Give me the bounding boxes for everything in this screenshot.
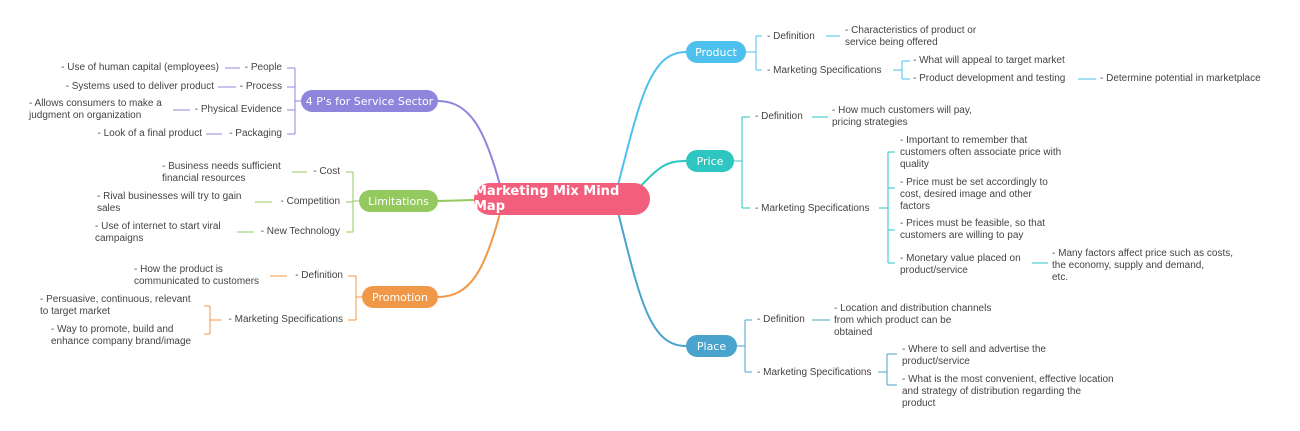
product-definition-line-1[interactable]: - Characteristics of product or <box>845 25 977 36</box>
limitations-technology-line-1[interactable]: - Use of internet to start viral <box>95 221 221 232</box>
promotion-definition-line-1[interactable]: - How the product is <box>134 264 223 275</box>
limitations-technology-line-2[interactable]: campaigns <box>95 233 144 244</box>
place-definition[interactable]: - Definition <box>757 314 805 325</box>
branch-product <box>617 51 687 186</box>
service-packaging-text[interactable]: - Look of a final product <box>97 128 202 139</box>
service-process-text[interactable]: - Systems used to deliver product <box>65 81 214 92</box>
limitations-competition-line-2[interactable]: sales <box>97 203 121 214</box>
price-spec-feasible-line-2[interactable]: customers are willing to pay <box>900 230 1024 241</box>
place-definition-line-1[interactable]: - Location and distribution channels <box>834 303 992 314</box>
price-spec-monetary-line-2[interactable]: product/service <box>900 265 968 276</box>
price-spec-monetary-line-1[interactable]: - Monetary value placed on <box>900 253 1021 264</box>
limitations-cost-line-1[interactable]: - Business needs sufficient <box>162 161 281 172</box>
product-spec-development[interactable]: - Product development and testing <box>913 73 1066 84</box>
price-spec-quality-line-1[interactable]: - Important to remember that <box>900 135 1028 146</box>
price-marketing-specs[interactable]: - Marketing Specifications <box>755 203 870 214</box>
service-physical-evidence[interactable]: - Physical Evidence <box>194 104 282 115</box>
price-spec-cost-line-1[interactable]: - Price must be set accordingly to <box>900 177 1048 188</box>
service-process[interactable]: - Process <box>239 81 282 92</box>
limitations-cost[interactable]: - Cost <box>313 166 340 177</box>
place-spec-location-line-1[interactable]: - What is the most convenient, effective… <box>902 374 1114 385</box>
promotion-definition[interactable]: - Definition <box>295 270 343 281</box>
limitations-new-technology[interactable]: - New Technology <box>260 226 340 237</box>
topic-service-sector[interactable]: 4 P's for Service Sector <box>301 90 438 112</box>
price-spec-feasible-line-1[interactable]: - Prices must be feasible, so that <box>900 218 1046 229</box>
promotion-spec-persuasive-line-1[interactable]: - Persuasive, continuous, relevant <box>40 294 191 305</box>
place-definition-line-3[interactable]: obtained <box>834 327 873 338</box>
price-spec-factors-line-1[interactable]: - Many factors affect price such as cost… <box>1052 248 1233 259</box>
place-definition-line-2[interactable]: from which product can be <box>834 315 952 326</box>
price-spec-quality-line-3[interactable]: quality <box>900 159 929 170</box>
product-definition[interactable]: - Definition <box>767 31 815 42</box>
promotion-definition-line-2[interactable]: communicated to customers <box>134 276 260 287</box>
topic-product[interactable]: Product <box>686 41 746 63</box>
service-packaging[interactable]: - Packaging <box>229 128 282 139</box>
service-people[interactable]: - People <box>244 62 282 73</box>
promotion-spec-persuasive-line-2[interactable]: to target market <box>40 306 111 317</box>
limitations-cost-line-2[interactable]: financial resources <box>162 173 246 184</box>
product-spec-appeal[interactable]: - What will appeal to target market <box>913 55 1065 66</box>
place-spec-sell-line-2[interactable]: product/service <box>902 356 970 367</box>
price-spec-cost-line-2[interactable]: cost, desired image and other <box>900 189 1032 200</box>
product-marketing-specs[interactable]: - Marketing Specifications <box>767 65 882 76</box>
branch-promotion <box>437 212 501 298</box>
limitations-competition[interactable]: - Competition <box>280 196 340 207</box>
topic-place[interactable]: Place <box>686 335 737 357</box>
branch-price <box>639 160 687 188</box>
product-spec-potential[interactable]: - Determine potential in marketplace <box>1100 73 1261 84</box>
price-spec-factors-line-2[interactable]: the economy, supply and demand, <box>1052 260 1205 271</box>
branch-limitations <box>437 199 475 202</box>
topic-price[interactable]: Price <box>686 150 734 172</box>
product-definition-line-2[interactable]: service being offered <box>845 37 938 48</box>
branch-place <box>617 211 687 347</box>
branch-service <box>437 100 501 186</box>
topic-limitations[interactable]: Limitations <box>359 190 438 212</box>
place-spec-location-line-2[interactable]: and strategy of distribution regarding t… <box>902 386 1081 397</box>
promotion-marketing-specs[interactable]: - Marketing Specifications <box>228 314 344 325</box>
price-spec-quality-line-2[interactable]: customers often associate price with <box>900 147 1062 158</box>
place-marketing-specs[interactable]: - Marketing Specifications <box>757 367 872 378</box>
price-definition-line-2[interactable]: pricing strategies <box>832 117 908 128</box>
service-evidence-line-2[interactable]: judgment on organization <box>29 110 142 121</box>
place-spec-sell-line-1[interactable]: - Where to sell and advertise the <box>902 344 1046 355</box>
price-definition[interactable]: - Definition <box>755 111 803 122</box>
place-spec-location-line-3[interactable]: product <box>902 398 936 409</box>
limitations-competition-line-1[interactable]: - Rival businesses will try to gain <box>97 191 242 202</box>
price-spec-factors-line-3[interactable]: etc. <box>1052 272 1069 283</box>
topic-promotion[interactable]: Promotion <box>362 286 438 308</box>
promotion-spec-brand-line-1[interactable]: - Way to promote, build and <box>51 324 174 335</box>
root-topic[interactable]: Marketing Mix Mind Map <box>474 183 650 215</box>
price-spec-cost-line-3[interactable]: factors <box>900 201 931 212</box>
service-people-text[interactable]: - Use of human capital (employees) <box>61 62 219 73</box>
promotion-spec-brand-line-2[interactable]: enhance company brand/image <box>51 336 192 347</box>
price-definition-line-1[interactable]: - How much customers will pay, <box>832 105 972 116</box>
service-evidence-line-1[interactable]: - Allows consumers to make a <box>29 98 162 109</box>
